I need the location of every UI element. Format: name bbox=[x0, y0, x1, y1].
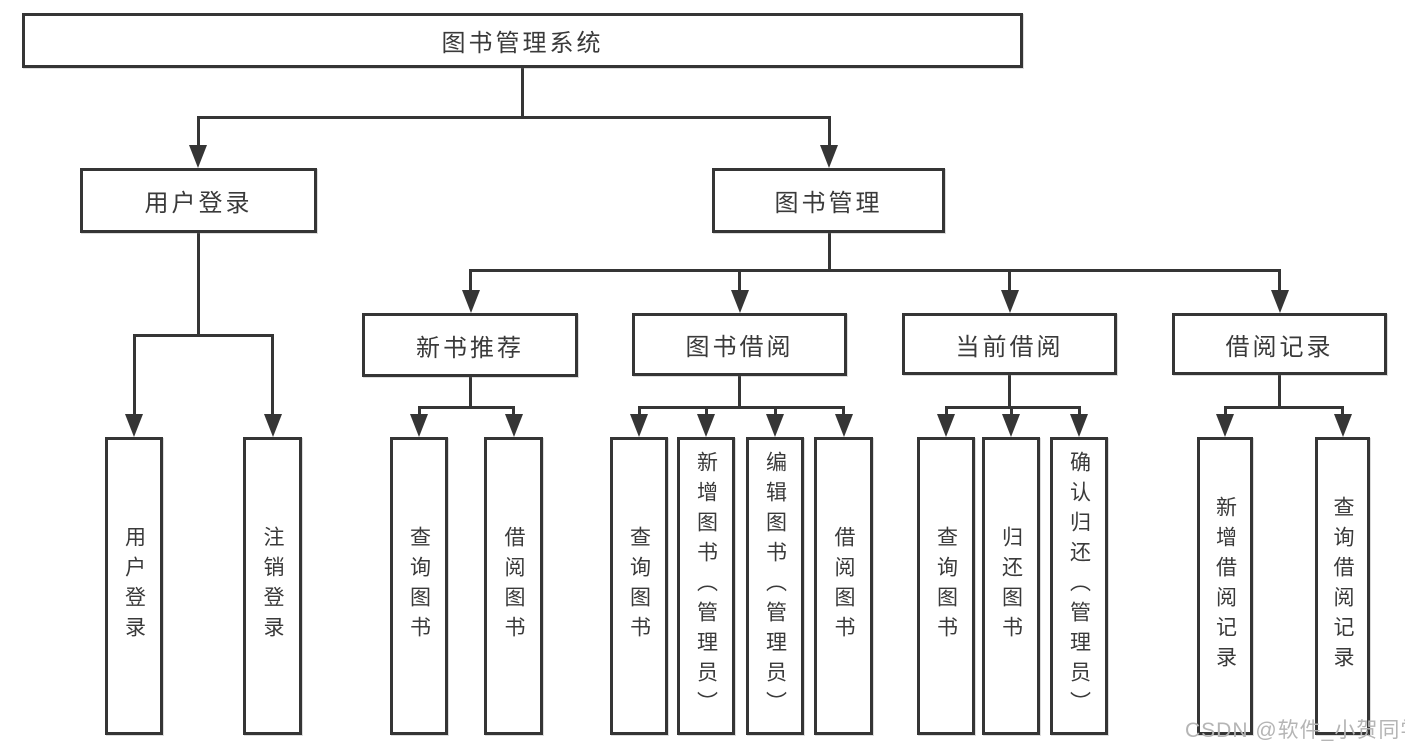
connector-arrow-shaft bbox=[469, 269, 472, 295]
connector-arrowhead-icon bbox=[410, 414, 428, 437]
node-current-borrowing: 当前借阅 bbox=[902, 313, 1117, 375]
connector-line bbox=[469, 268, 1281, 272]
connector-arrowhead-icon bbox=[125, 414, 143, 437]
connector-arrow-shaft bbox=[1278, 269, 1281, 295]
connector-arrow-shaft bbox=[637, 406, 641, 419]
connector-arrow-shaft bbox=[827, 116, 831, 150]
connector-arrowhead-icon bbox=[937, 414, 955, 437]
connector-arrowhead-icon bbox=[1070, 414, 1088, 437]
node-borrow-books-recommend: 借阅图书 bbox=[484, 437, 543, 735]
connector-arrowhead-icon bbox=[820, 145, 838, 168]
connector-arrowhead-icon bbox=[263, 414, 282, 437]
node-confirm-return-admin: 确认归还（管理员） bbox=[1050, 437, 1108, 735]
connector-arrow-shaft bbox=[1008, 269, 1011, 295]
node-user-login: 用户登录 bbox=[105, 437, 163, 735]
connector-arrowhead-icon bbox=[189, 145, 207, 168]
connector-arrowhead-icon bbox=[630, 414, 648, 437]
connector-arrow-shaft bbox=[842, 406, 845, 419]
connector-arrowhead-icon bbox=[504, 414, 523, 437]
node-edit-books-admin: 编辑图书（管理员） bbox=[746, 437, 804, 735]
connector-arrowhead-icon bbox=[1000, 290, 1019, 313]
connector-line bbox=[1278, 375, 1281, 409]
connector-arrowhead-icon bbox=[697, 414, 715, 437]
node-borrowing-records: 借阅记录 bbox=[1172, 313, 1387, 375]
node-query-books-borrowing: 查询图书 bbox=[610, 437, 668, 735]
connector-arrow-shaft bbox=[196, 116, 200, 150]
connector-arrowhead-icon bbox=[834, 414, 853, 437]
connector-arrow-shaft bbox=[271, 334, 274, 419]
connector-line bbox=[1008, 375, 1011, 409]
csdn-watermark: CSDN @软件_小贺同学 bbox=[1185, 719, 1405, 742]
connector-line bbox=[417, 405, 515, 409]
connector-line bbox=[637, 405, 845, 409]
node-add-books-admin: 新增图书（管理员） bbox=[677, 437, 735, 735]
connector-line bbox=[738, 376, 741, 409]
connector-arrow-shaft bbox=[704, 406, 708, 419]
node-query-books-recommend: 查询图书 bbox=[390, 437, 448, 735]
connector-line bbox=[827, 233, 831, 272]
connector-arrow-shaft bbox=[512, 406, 515, 419]
node-user-login-module: 用户登录 bbox=[80, 168, 317, 233]
connector-line bbox=[944, 405, 1081, 409]
node-borrow-books: 借阅图书 bbox=[814, 437, 873, 735]
connector-arrowhead-icon bbox=[461, 290, 480, 313]
connector-arrowhead-icon bbox=[1270, 290, 1289, 313]
connector-arrow-shaft bbox=[773, 406, 777, 419]
node-add-borrow-record: 新增借阅记录 bbox=[1197, 437, 1253, 735]
connector-arrowhead-icon bbox=[730, 290, 749, 313]
connector-line bbox=[196, 115, 831, 119]
connector-arrowhead-icon bbox=[766, 414, 784, 437]
connector-arrowhead-icon bbox=[1002, 414, 1020, 437]
node-book-management: 图书管理 bbox=[712, 168, 945, 233]
connector-arrow-shaft bbox=[1009, 406, 1013, 419]
connector-arrow-shaft bbox=[1077, 406, 1081, 419]
connector-arrow-shaft bbox=[1223, 406, 1227, 419]
connector-arrow-shaft bbox=[738, 269, 741, 295]
node-return-books: 归还图书 bbox=[982, 437, 1040, 735]
node-query-borrow-record: 查询借阅记录 bbox=[1315, 437, 1370, 735]
connector-arrow-shaft bbox=[944, 406, 948, 419]
connector-line bbox=[132, 333, 274, 337]
connector-line bbox=[196, 233, 200, 337]
connector-line bbox=[520, 68, 524, 119]
connector-arrowhead-icon bbox=[1333, 414, 1352, 437]
connector-arrow-shaft bbox=[417, 406, 421, 419]
node-book-borrowing: 图书借阅 bbox=[632, 313, 847, 376]
node-query-books-current: 查询图书 bbox=[917, 437, 975, 735]
connector-arrowhead-icon bbox=[1216, 414, 1234, 437]
connector-arrow-shaft bbox=[1341, 406, 1344, 419]
connector-line bbox=[469, 376, 472, 409]
connector-arrow-shaft bbox=[132, 334, 136, 419]
node-logout: 注销登录 bbox=[243, 437, 302, 735]
node-library-management-system: 图书管理系统 bbox=[22, 13, 1023, 68]
node-new-book-recommendation: 新书推荐 bbox=[362, 313, 578, 377]
connector-line bbox=[1223, 405, 1344, 409]
